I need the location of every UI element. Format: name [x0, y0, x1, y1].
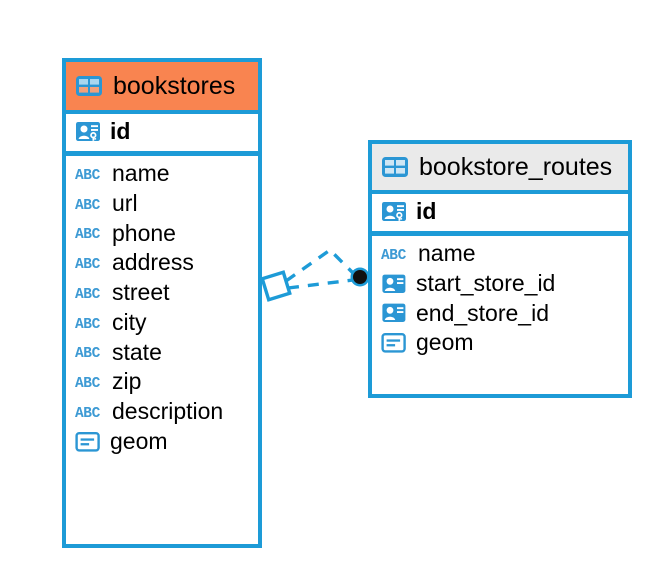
primary-key-section: id: [66, 110, 258, 156]
entity-header-bookstore-routes[interactable]: bookstore_routes: [372, 144, 628, 190]
svg-text:ABC: ABC: [75, 257, 101, 272]
geometry-type-icon: [75, 431, 101, 453]
field-row-url[interactable]: ABC url: [66, 189, 258, 219]
text-type-icon: ABC: [75, 406, 101, 421]
field-row-phone[interactable]: ABC phone: [66, 219, 258, 249]
field-row-end-store-id[interactable]: end_store_id: [372, 299, 628, 329]
text-type-icon: ABC: [75, 198, 101, 213]
field-label: state: [112, 338, 162, 365]
field-row-geom[interactable]: geom: [372, 328, 628, 358]
field-label: description: [112, 398, 224, 424]
entity-title: bookstore_routes: [419, 152, 613, 181]
field-row-zip[interactable]: ABC zip: [66, 367, 258, 397]
field-label: start_store_id: [416, 269, 556, 296]
svg-text:ABC: ABC: [75, 287, 101, 302]
primary-key-section: id: [372, 190, 628, 236]
field-row-street[interactable]: ABC street: [66, 278, 258, 308]
diamond-marker: [260, 270, 292, 302]
field-row-start-store-id[interactable]: start_store_id: [372, 269, 628, 299]
table-icon: [75, 74, 103, 98]
dot-marker: [350, 267, 370, 287]
text-type-icon: ABC: [381, 248, 407, 263]
svg-text:ABC: ABC: [75, 317, 101, 332]
svg-text:ABC: ABC: [75, 376, 101, 391]
field-list-bookstores: ABC name ABC url ABC phone ABC: [66, 156, 258, 544]
field-label: end_store_id: [416, 299, 549, 326]
svg-text:ABC: ABC: [75, 406, 101, 421]
text-type-icon: ABC: [75, 346, 101, 361]
entity-header-bookstores[interactable]: bookstores: [66, 62, 258, 110]
field-row-name[interactable]: ABC name: [66, 159, 258, 189]
foreign-key-icon: [381, 273, 407, 295]
foreign-key-icon: [381, 302, 407, 324]
text-type-icon: ABC: [75, 287, 101, 302]
field-label: street: [112, 279, 170, 305]
field-label: id: [416, 198, 437, 225]
svg-text:ABC: ABC: [75, 198, 101, 213]
geometry-type-icon: [381, 332, 407, 354]
field-label: id: [110, 118, 131, 145]
svg-text:ABC: ABC: [75, 346, 101, 361]
field-label: name: [418, 240, 476, 266]
field-row-id[interactable]: id: [66, 114, 258, 151]
relationship-line-lower: [287, 278, 354, 290]
entity-bookstore-routes[interactable]: bookstore_routes: [368, 140, 632, 398]
text-type-icon: ABC: [75, 168, 101, 183]
field-row-name[interactable]: ABC name: [372, 239, 628, 269]
field-row-city[interactable]: ABC city: [66, 308, 258, 338]
field-list-bookstore-routes: ABC name start_store_id: [372, 236, 628, 394]
svg-text:ABC: ABC: [75, 227, 101, 242]
text-type-icon: ABC: [75, 257, 101, 272]
field-label: geom: [416, 329, 474, 356]
svg-text:ABC: ABC: [381, 248, 407, 263]
text-type-icon: ABC: [75, 227, 101, 242]
primary-key-icon: [381, 199, 407, 225]
svg-text:ABC: ABC: [75, 168, 101, 183]
field-label: phone: [112, 219, 176, 246]
field-row-id[interactable]: id: [372, 194, 628, 231]
text-type-icon: ABC: [75, 317, 101, 332]
table-icon: [381, 155, 409, 179]
entity-title: bookstores: [113, 71, 236, 100]
field-row-address[interactable]: ABC address: [66, 248, 258, 278]
field-label: city: [112, 308, 147, 335]
field-row-description[interactable]: ABC description: [66, 397, 258, 427]
field-label: url: [112, 189, 138, 216]
field-label: name: [112, 160, 170, 186]
primary-key-icon: [75, 119, 101, 145]
field-row-state[interactable]: ABC state: [66, 338, 258, 368]
text-type-icon: ABC: [75, 376, 101, 391]
field-row-geom[interactable]: geom: [66, 427, 258, 457]
field-label: zip: [112, 368, 142, 395]
entity-bookstores[interactable]: bookstores: [62, 58, 262, 548]
field-label: geom: [110, 427, 168, 454]
relationship-line-upper: [285, 247, 358, 283]
field-label: address: [112, 249, 194, 276]
